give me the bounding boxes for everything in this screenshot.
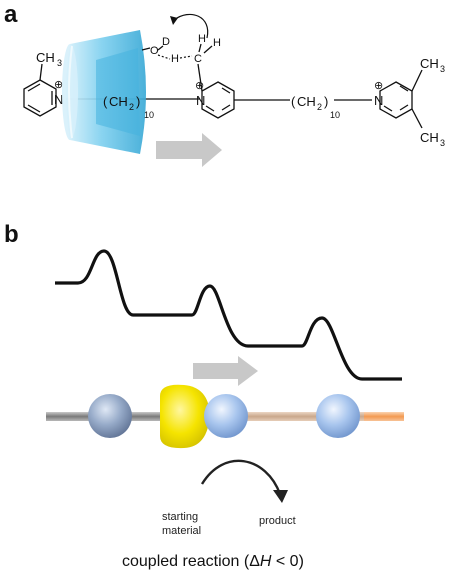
- c-h-bond-right: [203, 45, 213, 54]
- chain2-close: ): [324, 94, 328, 109]
- chain1-close: ): [136, 94, 140, 109]
- axle-segment-tan: [160, 412, 366, 421]
- macrocycle-ring: [160, 384, 210, 449]
- reaction-arrow-head: [273, 490, 288, 503]
- chain1-count: 10: [144, 110, 154, 120]
- n-plus-middle: ⊕: [195, 80, 204, 92]
- energy-landscape-curve: [55, 249, 402, 381]
- curved-arrow-transfer: [173, 13, 209, 39]
- oxygen-label: O: [150, 45, 159, 57]
- methyl-label-left: CH: [36, 50, 55, 65]
- h-right-label: H: [213, 37, 221, 49]
- axle-segment-orange: [364, 412, 404, 421]
- panel-a-letter: a: [4, 1, 18, 28]
- bead-blue-2: [316, 394, 360, 438]
- methyl-sub-right-bottom: 3: [440, 138, 445, 148]
- chain2-open: (: [291, 94, 296, 109]
- pyridinium-ring-right: [379, 69, 423, 129]
- n-plus-right: ⊕: [374, 80, 383, 92]
- pyridinium-ring-left: [23, 63, 57, 117]
- methyl-sub-left: 3: [57, 58, 62, 68]
- c-h-bond-top: [198, 43, 202, 53]
- direction-arrow-a: [156, 133, 222, 167]
- h-label: H: [171, 53, 179, 65]
- pyridinium-ring-middle: [197, 63, 290, 119]
- methyl-label-right-top: CH: [420, 56, 439, 71]
- h-top-label: H: [198, 33, 206, 45]
- h-bond-dashed: [157, 54, 171, 60]
- chain1-ch: CH: [109, 94, 128, 109]
- chain2-ch: CH: [297, 94, 316, 109]
- h-c-dashed: [179, 55, 193, 59]
- n-label-middle: N: [196, 93, 205, 108]
- chain2-sub: 2: [317, 102, 322, 112]
- panel-b-letter: b: [4, 221, 19, 248]
- direction-arrow-b: [193, 356, 258, 386]
- coupled-reaction-caption: coupled reaction (ΔH < 0): [122, 553, 304, 570]
- n-plus-left: ⊕: [54, 79, 63, 91]
- methyl-sub-right-top: 3: [440, 64, 445, 74]
- n-label-right: N: [374, 93, 383, 108]
- product-label: product: [259, 515, 296, 527]
- cyclodextrin-cone: [62, 30, 146, 154]
- od-bond: [157, 45, 164, 51]
- n-label-left: N: [54, 92, 63, 107]
- curved-arrow-head: [170, 16, 178, 25]
- chain2-count: 10: [330, 110, 340, 120]
- reaction-arrow: [200, 459, 282, 495]
- deuterium-label: D: [162, 36, 170, 48]
- o-bond: [141, 47, 151, 51]
- bead-grey: [88, 394, 132, 438]
- methyl-label-right-bottom: CH: [420, 130, 439, 145]
- carbon-label: C: [194, 53, 202, 65]
- chain1-open: (: [103, 94, 108, 109]
- chain1-sub: 2: [129, 102, 134, 112]
- starting-material-line2: material: [162, 525, 201, 537]
- bead-blue-1: [204, 394, 248, 438]
- starting-material-line1: starting: [162, 511, 198, 523]
